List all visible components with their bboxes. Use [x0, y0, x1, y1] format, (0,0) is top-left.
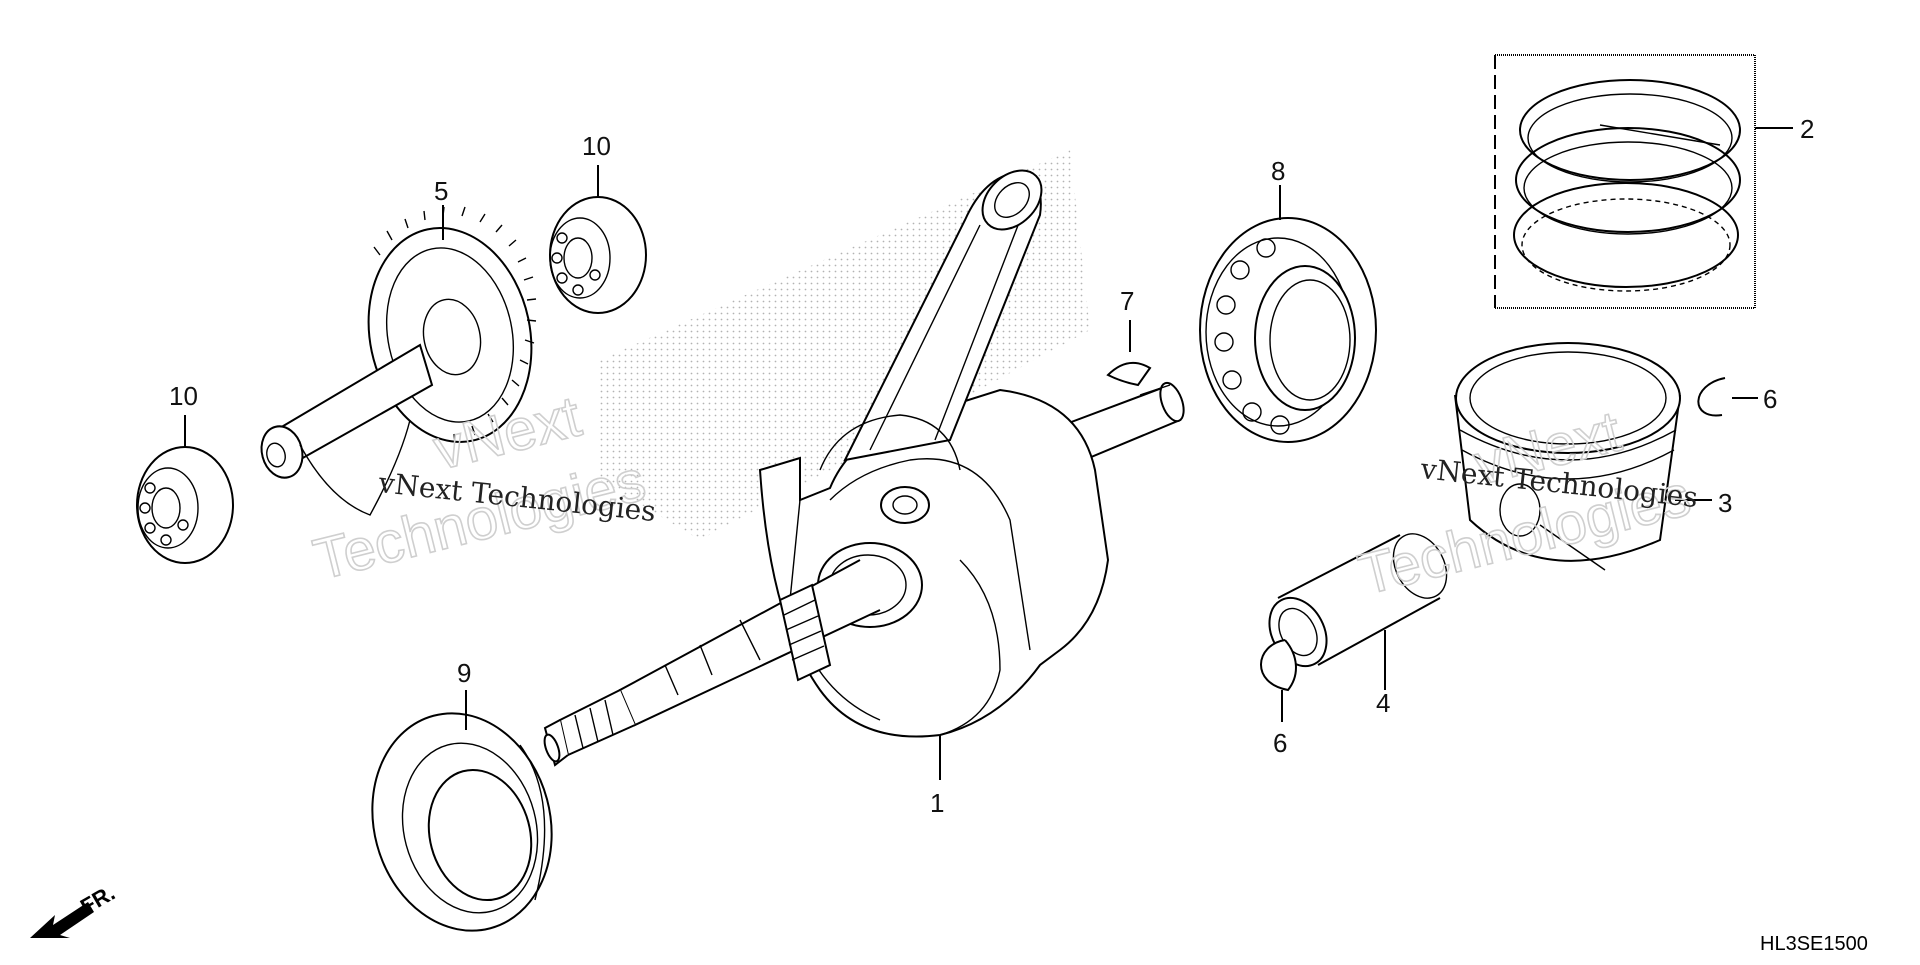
- circlip-upper[interactable]: [1697, 377, 1726, 417]
- callout-7: 7: [1120, 286, 1134, 316]
- bearing-10-lower[interactable]: [136, 446, 234, 564]
- balancer-shaft[interactable]: [256, 206, 551, 516]
- callout-8: 8: [1271, 156, 1285, 186]
- bearing-10-upper[interactable]: [549, 196, 647, 314]
- woodruff-key[interactable]: [1106, 361, 1152, 387]
- diagram-code: HL3SE1500: [1760, 933, 1868, 955]
- callout-2: 2: [1800, 114, 1814, 144]
- callout-6-upper: 6: [1763, 384, 1777, 414]
- piston-ring-set[interactable]: [1494, 54, 1756, 309]
- callout-3: 3: [1718, 488, 1732, 518]
- callout-10-lower: 10: [169, 381, 198, 411]
- piston[interactable]: [1454, 342, 1681, 571]
- circlip-lower[interactable]: [1260, 639, 1297, 692]
- bearing-8[interactable]: [1199, 217, 1377, 443]
- front-direction-arrow: FR.: [30, 880, 119, 938]
- callout-4: 4: [1376, 688, 1390, 718]
- callout-5: 5: [434, 176, 448, 206]
- callout-9: 9: [457, 658, 471, 688]
- callout-1: 1: [930, 788, 944, 818]
- bearing-9[interactable]: [349, 693, 576, 951]
- callout-10-upper: 10: [582, 131, 611, 161]
- crankshaft[interactable]: [542, 159, 1189, 767]
- callout-6-lower: 6: [1273, 728, 1287, 758]
